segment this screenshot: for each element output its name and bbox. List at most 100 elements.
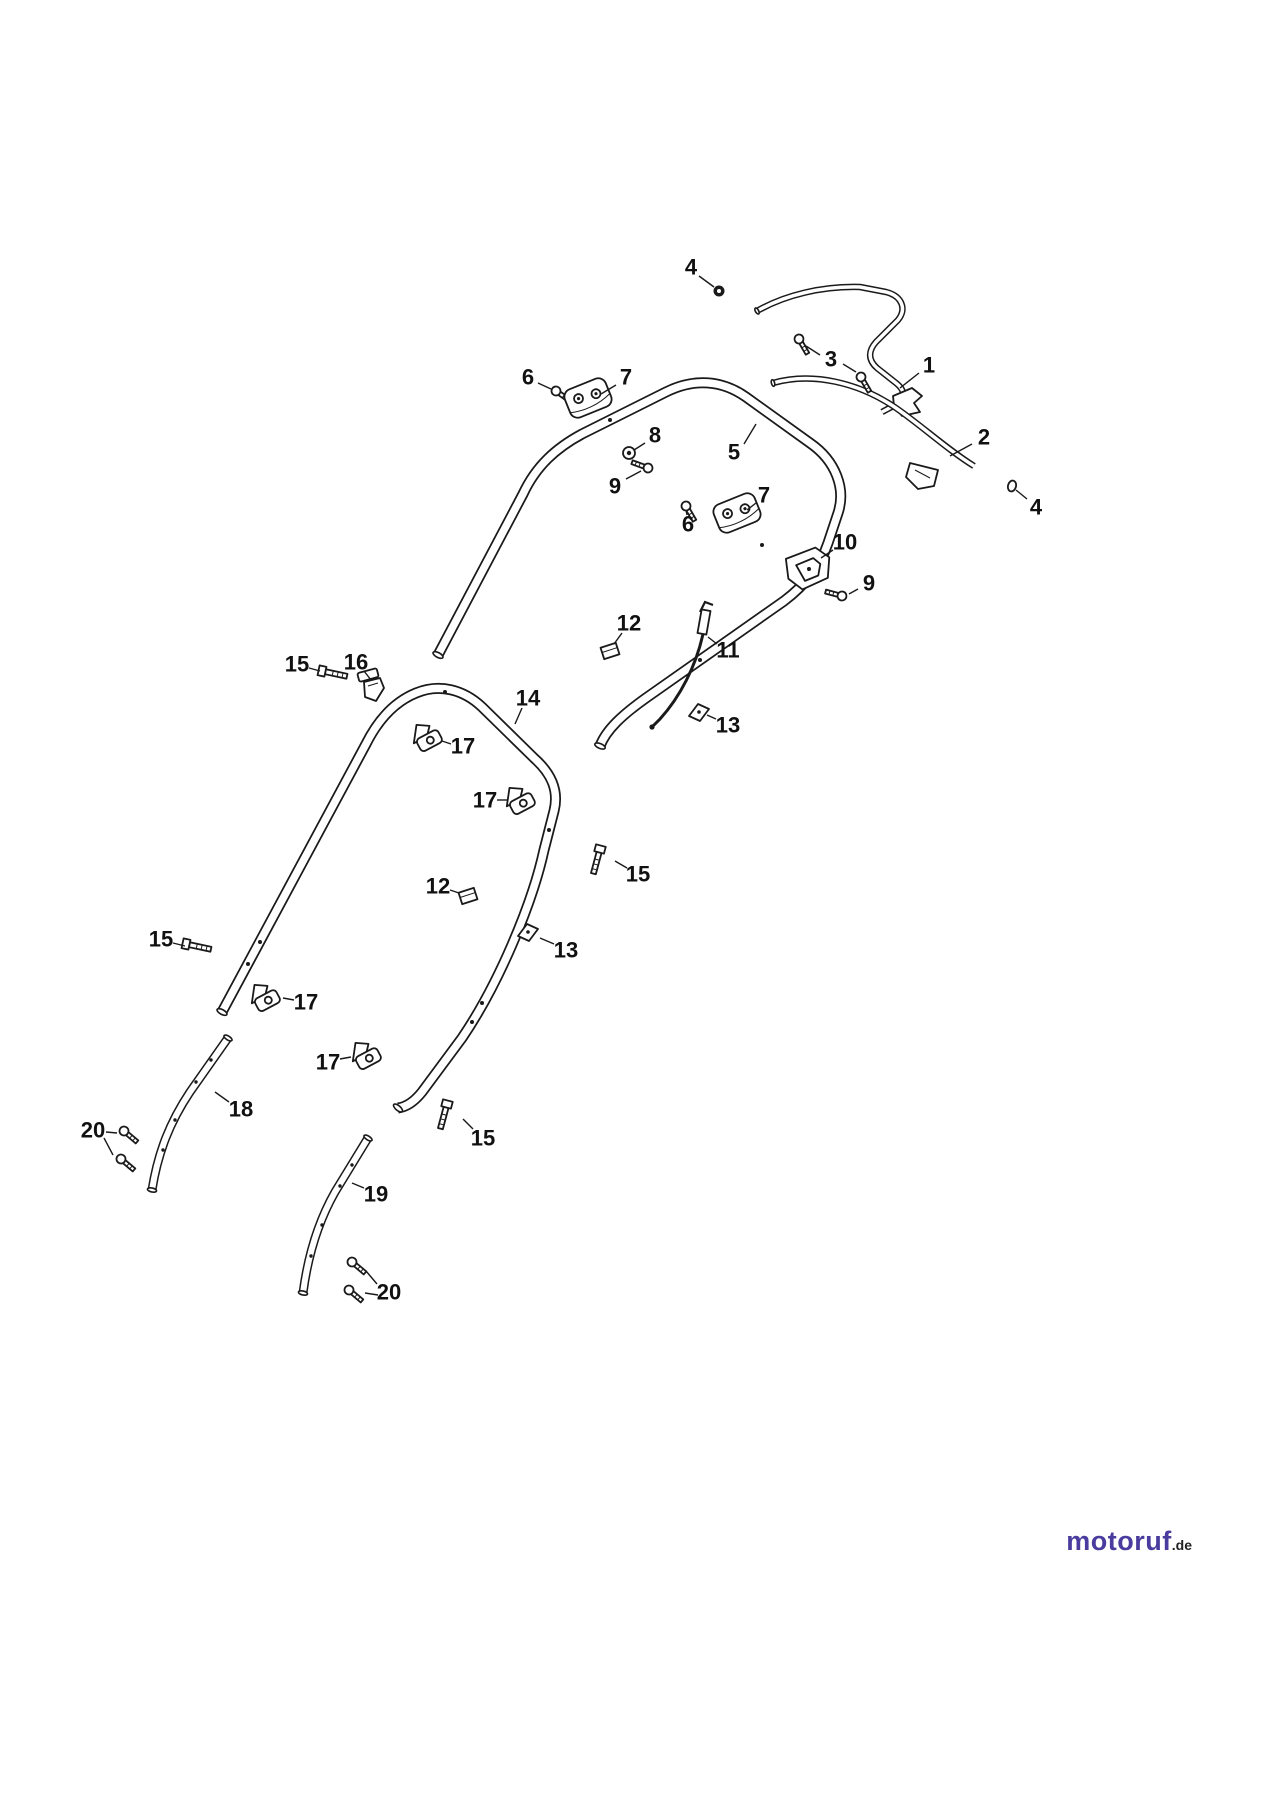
leader-line — [820, 549, 834, 559]
grip-tube-18 — [146, 1034, 233, 1193]
screw-20 — [341, 1282, 366, 1306]
part-label-14: 14 — [516, 686, 541, 711]
leader-line — [1015, 489, 1028, 500]
quick-clamp-17 — [243, 976, 283, 1015]
leader-line — [633, 442, 646, 451]
part-label-2: 2 — [978, 425, 990, 450]
leader-line — [899, 372, 920, 389]
washer-4 — [1006, 479, 1018, 493]
part-label-3: 3 — [825, 347, 837, 372]
screw-9 — [629, 457, 655, 475]
quick-clamp-17 — [344, 1034, 384, 1073]
part-label-7: 7 — [620, 365, 632, 390]
part-label-15: 15 — [471, 1126, 495, 1151]
leader-line — [214, 1091, 230, 1103]
part-label-9: 9 — [609, 474, 621, 499]
nut-8 — [622, 446, 636, 460]
leader-line — [949, 443, 973, 457]
screw-20 — [344, 1254, 369, 1278]
part-label-13: 13 — [554, 938, 578, 963]
leader-line — [613, 632, 623, 645]
part-label-16: 16 — [344, 650, 368, 675]
lower-handle-tube — [216, 682, 562, 1114]
part-label-20: 20 — [81, 1118, 105, 1143]
watermark-tld: .de — [1171, 1537, 1192, 1553]
cable-clip-13 — [688, 703, 710, 722]
part-label-17: 17 — [294, 990, 318, 1015]
part-label-4: 4 — [1030, 495, 1043, 520]
grommet-4 — [713, 285, 725, 297]
leader-line — [537, 382, 552, 390]
leader-line — [707, 636, 718, 645]
screw-20 — [116, 1123, 141, 1147]
part-label-11: 11 — [716, 638, 739, 663]
leader-line — [172, 942, 186, 947]
part-label-19: 19 — [364, 1182, 388, 1207]
leader-line — [600, 384, 617, 395]
quick-clamp-17 — [498, 779, 538, 818]
leader-line — [698, 275, 715, 288]
part-label-5: 5 — [728, 440, 740, 465]
bolt-15 — [587, 843, 607, 876]
part-label-6: 6 — [522, 365, 534, 390]
leader-line — [685, 509, 688, 516]
leader-line — [449, 889, 460, 894]
leader-line — [743, 423, 757, 445]
leader-line — [282, 997, 295, 1001]
part-label-6: 6 — [682, 512, 694, 537]
leader-line — [363, 670, 372, 681]
leader-line — [103, 1137, 114, 1156]
screw-3 — [791, 331, 813, 357]
handle-clamp-7 — [561, 374, 615, 422]
leader-line — [308, 667, 321, 672]
part-label-15: 15 — [149, 927, 173, 952]
watermark-logo: motoruf.de — [1066, 1528, 1192, 1555]
rod-2-connector — [905, 462, 939, 490]
bolt-15 — [180, 937, 213, 956]
control-rod-1 — [754, 283, 923, 417]
bolt-15 — [434, 1098, 454, 1131]
part-label-18: 18 — [229, 1097, 253, 1122]
bowden-cable-11 — [649, 600, 714, 730]
leader-line — [351, 1182, 365, 1189]
part-label-9: 9 — [863, 571, 875, 596]
part-label-17: 17 — [451, 734, 475, 759]
part-label-17: 17 — [316, 1050, 340, 1075]
leader-line — [365, 1270, 378, 1285]
leader-line — [339, 1056, 352, 1060]
leader-line — [842, 363, 857, 373]
quick-clamp-17 — [405, 716, 445, 755]
upper-handle-tube — [432, 377, 847, 750]
leader-line — [614, 860, 628, 869]
leader-line — [539, 937, 555, 945]
part-label-10: 10 — [833, 530, 857, 555]
leader-line — [364, 1292, 379, 1296]
leader-line — [706, 714, 717, 720]
leader-line — [514, 707, 523, 725]
part-label-13: 13 — [716, 713, 740, 738]
leader-line — [105, 1131, 118, 1134]
part-label-7: 7 — [758, 483, 770, 508]
leader-line — [746, 502, 757, 511]
leader-line — [462, 1118, 474, 1130]
part-label-12: 12 — [617, 611, 641, 636]
handle-clamp-7 — [710, 489, 764, 537]
leader-line — [625, 470, 642, 480]
screw-9 — [823, 586, 849, 603]
part-label-17: 17 — [473, 788, 497, 813]
grip-tube-19 — [297, 1134, 373, 1296]
leader-line — [441, 740, 452, 745]
part-label-15: 15 — [626, 862, 650, 887]
control-rod-2 — [770, 375, 976, 490]
part-label-15: 15 — [285, 652, 309, 677]
screw-20 — [113, 1151, 138, 1175]
part-label-20: 20 — [377, 1280, 401, 1305]
leader-line — [848, 588, 859, 595]
part-label-1: 1 — [923, 353, 935, 378]
part-label-8: 8 — [649, 423, 661, 448]
bracket-16 — [356, 667, 385, 702]
watermark-brand: motoruf — [1066, 1526, 1172, 1556]
cable-clip-12 — [599, 641, 621, 661]
